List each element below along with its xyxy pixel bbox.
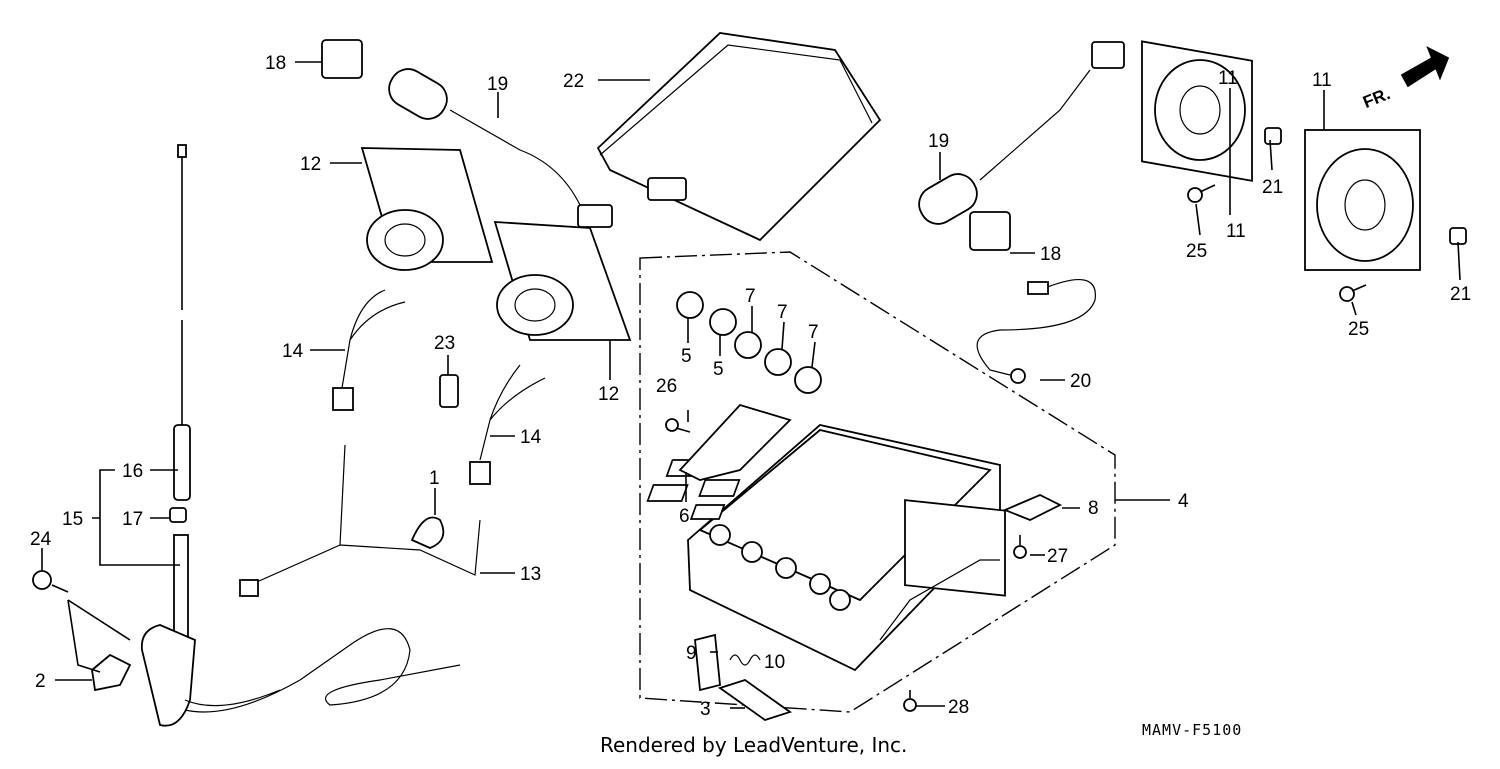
- callout-23[interactable]: 23: [434, 333, 455, 354]
- callout-24[interactable]: 24: [30, 529, 52, 550]
- callout-25[interactable]: 25: [1186, 241, 1207, 262]
- callout-7[interactable]: 7: [777, 302, 788, 323]
- callout-19[interactable]: 19: [928, 131, 949, 152]
- part-20-ground-wire[interactable]: [976, 279, 1096, 376]
- callout-21[interactable]: 21: [1262, 177, 1283, 198]
- part-23-clip[interactable]: [439, 374, 459, 408]
- callout-12[interactable]: 12: [300, 154, 321, 175]
- part-16-antenna-rod[interactable]: [173, 144, 191, 501]
- part-24-bolt[interactable]: [32, 570, 69, 593]
- callout-20[interactable]: 20: [1070, 371, 1091, 392]
- callout-19[interactable]: 19: [487, 74, 508, 95]
- callout-21[interactable]: 21: [1450, 284, 1471, 305]
- part-1-clamp[interactable]: [410, 516, 445, 549]
- part-14-harness[interactable]: [479, 364, 546, 461]
- callout-11[interactable]: 11: [1226, 221, 1246, 242]
- front-arrow-icon: [1400, 46, 1450, 88]
- callout-15[interactable]: 15: [62, 509, 83, 530]
- credit-text: Rendered by LeadVenture, Inc.: [600, 733, 907, 757]
- callout-22[interactable]: 22: [563, 71, 584, 92]
- callout-3[interactable]: 3: [700, 699, 711, 720]
- front-label: FR.: [1360, 84, 1393, 112]
- part-26-screw[interactable]: [665, 418, 691, 433]
- part-7-knob[interactable]: [794, 366, 822, 394]
- part-14-harness[interactable]: [341, 289, 406, 389]
- part-5-knob[interactable]: [676, 291, 704, 319]
- part-4-audio-unit[interactable]: [646, 424, 1006, 672]
- part-22-cover[interactable]: [596, 32, 882, 242]
- callouts: 18 19 22 12 12 14 23 14 1 13 16 15 17 24…: [30, 53, 1471, 720]
- part-27-screw[interactable]: [1013, 535, 1027, 559]
- callout-10[interactable]: 10: [764, 652, 785, 673]
- callout-18[interactable]: 18: [265, 53, 286, 74]
- diagram-code: MAMV-F5100: [1142, 721, 1242, 739]
- callout-6[interactable]: 6: [679, 506, 690, 527]
- part-6-bracket[interactable]: [678, 403, 792, 481]
- part-18-cap-right[interactable]: [969, 211, 1011, 251]
- callout-12[interactable]: 12: [598, 384, 619, 405]
- part-5-knob[interactable]: [709, 308, 737, 336]
- callout-5[interactable]: 5: [681, 346, 692, 367]
- callout-2[interactable]: 2: [35, 671, 46, 692]
- part-2-bracket[interactable]: [91, 653, 132, 692]
- part-19-cord-right[interactable]: [913, 41, 1125, 230]
- part-11-speaker[interactable]: [1141, 40, 1253, 182]
- callout-5[interactable]: 5: [713, 359, 724, 380]
- part-19-cord-left[interactable]: [383, 63, 613, 228]
- callout-16[interactable]: 16: [122, 461, 143, 482]
- control-knobs: [709, 524, 851, 611]
- part-25-screw[interactable]: [1339, 284, 1367, 302]
- part-3-pad[interactable]: [718, 679, 792, 721]
- part-12-speaker[interactable]: [493, 221, 632, 341]
- part-17-nut[interactable]: [169, 507, 187, 523]
- callout-13[interactable]: 13: [520, 564, 541, 585]
- assembly-4-boundary: [639, 251, 1116, 713]
- callout-9[interactable]: 9: [686, 643, 697, 664]
- part-12-speaker[interactable]: [360, 147, 494, 271]
- callout-26[interactable]: 26: [656, 376, 677, 397]
- part-15-antenna-base[interactable]: [140, 534, 461, 727]
- callout-1[interactable]: 1: [429, 468, 440, 489]
- callout-7[interactable]: 7: [745, 286, 756, 307]
- callout-14[interactable]: 14: [520, 427, 542, 448]
- part-21-clip[interactable]: [1449, 227, 1467, 245]
- callout-28[interactable]: 28: [948, 697, 969, 718]
- callout-7[interactable]: 7: [808, 322, 819, 343]
- callout-17[interactable]: 17: [122, 509, 143, 530]
- callout-14[interactable]: 14: [282, 341, 304, 362]
- callout-18[interactable]: 18: [1040, 244, 1061, 265]
- callout-11[interactable]: 11: [1218, 68, 1238, 89]
- callout-25[interactable]: 25: [1348, 319, 1369, 340]
- callout-11[interactable]: 11: [1312, 70, 1332, 91]
- part-7-knob[interactable]: [764, 348, 792, 376]
- part-13-harness[interactable]: [249, 444, 481, 586]
- part-18-cap-left[interactable]: [321, 39, 363, 79]
- part-7-knob[interactable]: [734, 331, 762, 359]
- part-28-screw[interactable]: [903, 690, 917, 712]
- part-10-spring[interactable]: [729, 654, 761, 666]
- callout-4[interactable]: 4: [1178, 491, 1189, 512]
- callout-27[interactable]: 27: [1047, 546, 1068, 567]
- part-11-speaker[interactable]: [1304, 129, 1421, 271]
- leader-lines: [41, 61, 1461, 709]
- part-25-screw[interactable]: [1187, 184, 1216, 203]
- part-21-clip[interactable]: [1264, 127, 1282, 145]
- callout-8[interactable]: 8: [1088, 498, 1099, 519]
- part-8-plate[interactable]: [1002, 494, 1063, 521]
- part-9-clip[interactable]: [694, 633, 721, 692]
